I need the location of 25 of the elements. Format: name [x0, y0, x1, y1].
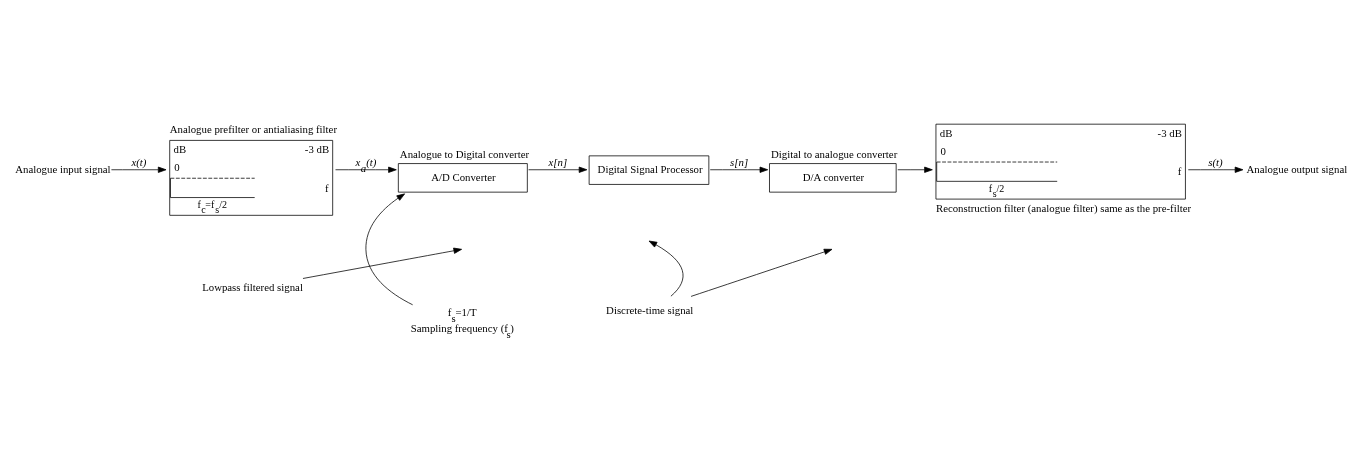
node-text: Discrete-time signal: [606, 303, 694, 316]
node-box: D/A converter: [769, 162, 897, 193]
arrow: [302, 247, 462, 279]
node-label: Analogue to Digital converter: [399, 147, 530, 160]
node-label: Digital to analogue converter: [771, 147, 898, 160]
node-box: Digital Signal Processor: [588, 154, 710, 185]
node-text: Analogue output signal: [1246, 162, 1348, 175]
arrow: [709, 166, 769, 173]
arrow: [648, 240, 684, 297]
node-text: Analogue input signal: [15, 162, 111, 175]
edge-label: s(t): [1208, 155, 1223, 168]
node-label: Reconstruction filter (analogue filter) same as the pre-filter: [935, 201, 1192, 214]
arrow: [528, 166, 588, 173]
arrow: [897, 166, 933, 173]
arrow: [1187, 166, 1244, 173]
node-box: A/D Converter: [397, 162, 528, 193]
arrow: [690, 248, 833, 297]
edge-label: x(t): [131, 155, 147, 168]
node-label: Analogue prefilter or antialiasing filter: [169, 122, 337, 135]
edge-label: s[n]: [730, 155, 749, 168]
edge-label: x[n]: [548, 155, 568, 168]
node-text: Lowpass filtered signal: [202, 280, 303, 293]
arrow: [335, 166, 397, 173]
arrow: [111, 166, 167, 173]
arrow: [365, 193, 414, 305]
